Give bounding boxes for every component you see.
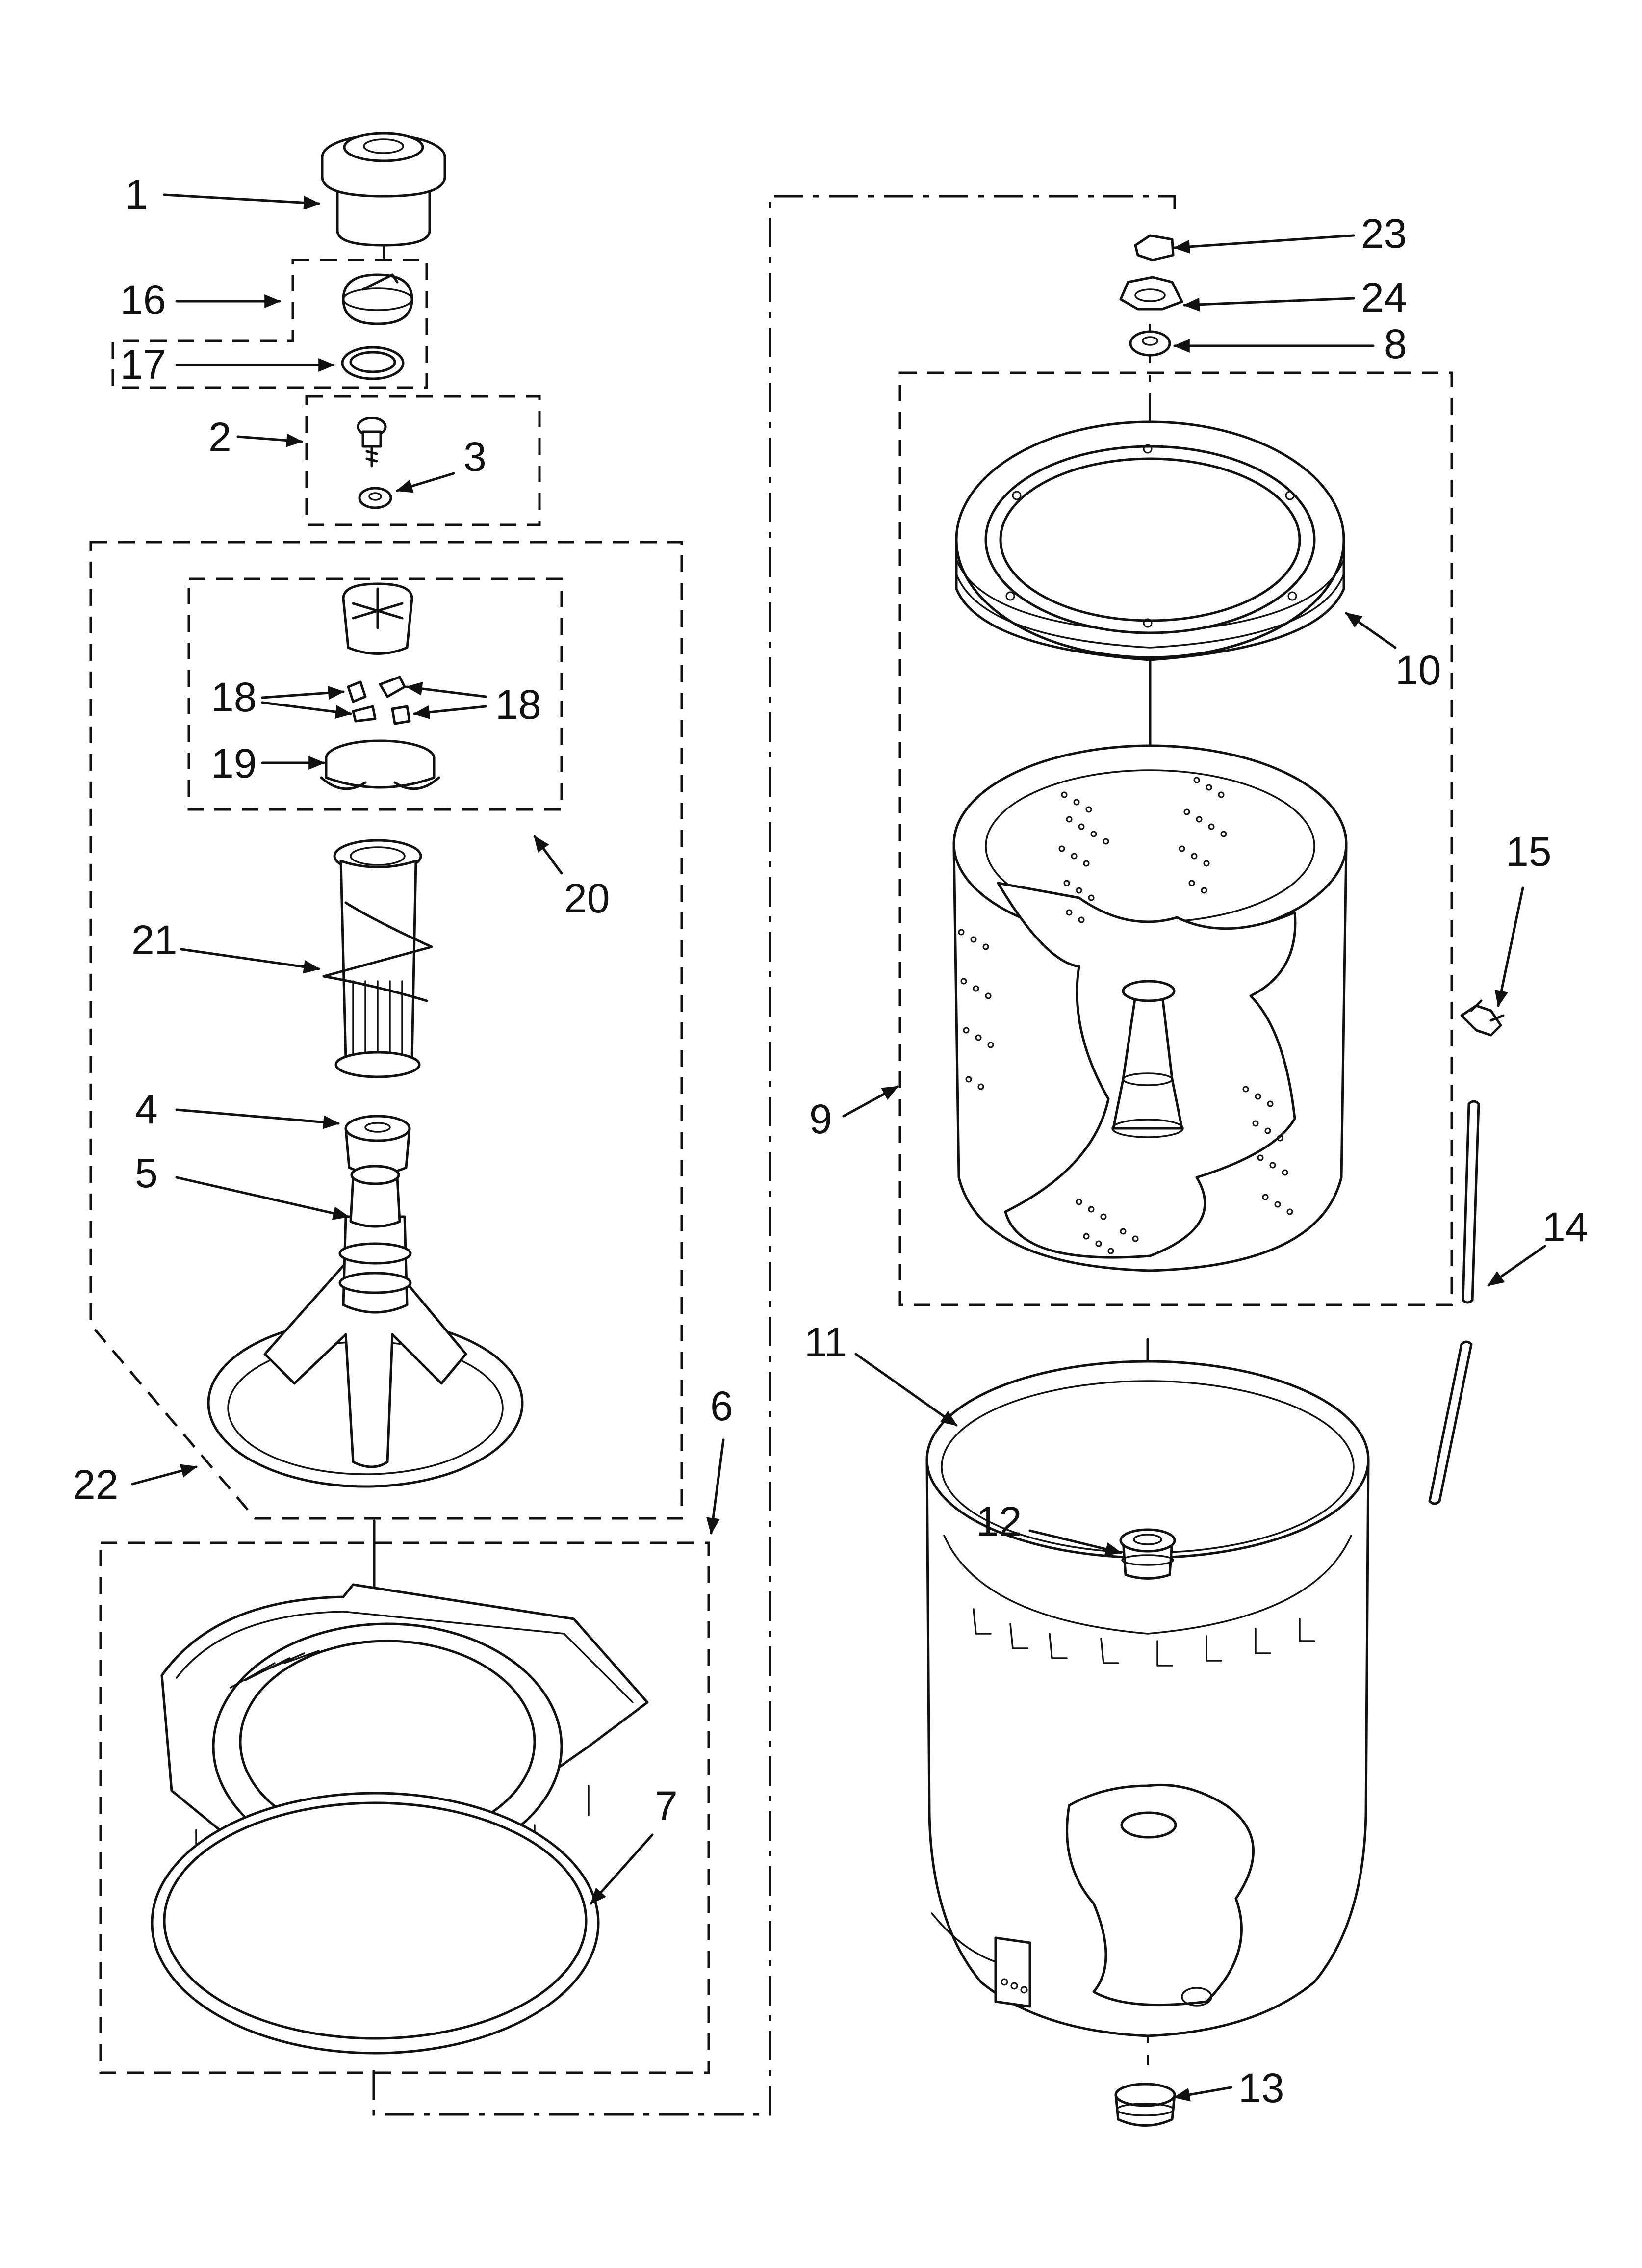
leader-13 — [1173, 2086, 1232, 2102]
part-14-hose — [1428, 1100, 1480, 1505]
leader-14 — [1487, 1245, 1546, 1287]
connection-line — [372, 195, 1176, 2116]
callout-7: 7 — [655, 1783, 678, 1829]
callout-22: 22 — [73, 1461, 118, 1508]
callout-9: 9 — [809, 1096, 832, 1142]
leader-9 — [842, 1085, 899, 1118]
part-21-auger — [322, 839, 433, 1078]
callout-16: 16 — [120, 277, 166, 323]
callout-1: 1 — [125, 171, 148, 217]
callout-2: 2 — [208, 414, 231, 460]
part-20-cam — [342, 582, 413, 655]
callout-3: 3 — [463, 434, 487, 480]
callout-13: 13 — [1238, 2065, 1284, 2111]
leader-20 — [533, 835, 563, 875]
callout-18a: 18 — [211, 674, 257, 720]
leader-23 — [1173, 234, 1355, 254]
callout-6: 6 — [710, 1383, 733, 1429]
leader-18b-1 — [406, 681, 487, 698]
leader-24 — [1183, 297, 1355, 312]
part-24-bracket — [1119, 276, 1183, 311]
part-16-cap — [342, 273, 413, 325]
part-9-basket — [952, 744, 1348, 1272]
callout-21: 21 — [131, 917, 177, 963]
leader-11 — [854, 1353, 958, 1427]
part-17-ring — [341, 346, 405, 380]
leader-5 — [175, 1176, 350, 1220]
part-3-washer — [358, 487, 392, 509]
leader-22 — [131, 1464, 198, 1486]
leader-4 — [175, 1108, 340, 1129]
part-4-coupling — [344, 1115, 411, 1175]
part-2-bolt — [357, 417, 387, 468]
leader-15 — [1494, 886, 1524, 1007]
leader-21 — [180, 948, 320, 974]
callout-10: 10 — [1395, 647, 1441, 693]
callout-20: 20 — [564, 875, 610, 921]
callout-15: 15 — [1506, 829, 1551, 875]
group-box-22 — [89, 541, 683, 1520]
leader-arrows — [131, 193, 1546, 2102]
group-boxes — [89, 195, 1453, 2116]
callout-17: 17 — [120, 341, 166, 388]
basket-perforations — [958, 777, 1293, 1254]
callout-labels: 1 16 17 2 3 18 18 19 20 21 4 5 22 6 7 23… — [73, 171, 1588, 2111]
leader-18a-2 — [261, 701, 352, 719]
callout-12: 12 — [976, 1498, 1022, 1544]
part-8-nut — [1129, 330, 1171, 357]
part-11-outer-tub — [925, 1360, 1370, 2037]
part-1-dispenser-cup — [321, 132, 446, 247]
callout-18b: 18 — [495, 681, 541, 728]
part-7-seal — [151, 1792, 600, 2055]
group-box-9 — [898, 371, 1453, 1306]
part-10-balance-ring — [955, 420, 1345, 661]
leader-3 — [396, 472, 455, 493]
part-18-dogs — [347, 676, 411, 725]
leader-2 — [236, 433, 303, 447]
part-23-clip — [1134, 234, 1175, 261]
leader-6 — [706, 1438, 725, 1535]
callout-14: 14 — [1542, 1204, 1588, 1250]
leader-7 — [590, 1833, 654, 1905]
leader-18b-2 — [413, 705, 487, 719]
group-box-2-3 — [305, 395, 541, 526]
part-19-cam-base — [320, 739, 440, 790]
callout-24: 24 — [1361, 274, 1407, 320]
callout-5: 5 — [135, 1150, 158, 1196]
part-13-plug — [1114, 2083, 1176, 2127]
part-12-hub — [1119, 1528, 1176, 1580]
callout-4: 4 — [135, 1086, 158, 1132]
part-15-clamp — [1460, 999, 1505, 1037]
callout-11: 11 — [804, 1319, 847, 1365]
group-box-16 — [111, 259, 428, 389]
callout-8: 8 — [1384, 321, 1407, 367]
callout-23: 23 — [1361, 210, 1407, 257]
leader-18a-1 — [261, 686, 345, 700]
part-22-agitator-base — [207, 1165, 524, 1488]
leader-12 — [1028, 1529, 1122, 1556]
callout-19: 19 — [211, 740, 257, 786]
leader-10 — [1345, 612, 1397, 649]
leader-1 — [163, 193, 320, 210]
group-box-6 — [99, 1541, 710, 2074]
